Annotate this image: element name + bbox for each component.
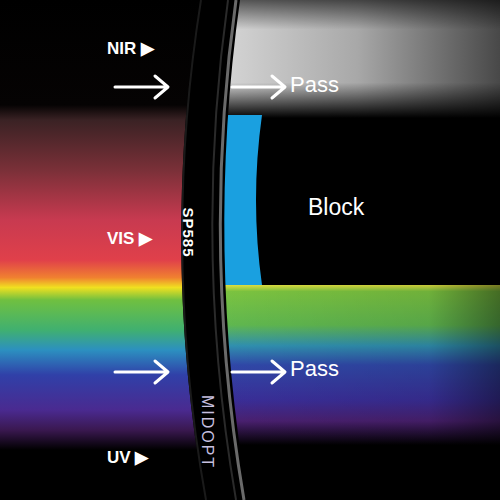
pass-label: Pass <box>290 358 339 380</box>
brand-name: MIDOPT <box>199 395 215 469</box>
pass-label: Pass <box>290 74 339 96</box>
band-label: VIS ▶ <box>107 230 152 247</box>
band-label: NIR ▶ <box>107 40 154 57</box>
block-label: Block <box>308 196 364 219</box>
band-label: UV ▶ <box>107 449 148 466</box>
filter-model: SP585 <box>180 207 195 257</box>
